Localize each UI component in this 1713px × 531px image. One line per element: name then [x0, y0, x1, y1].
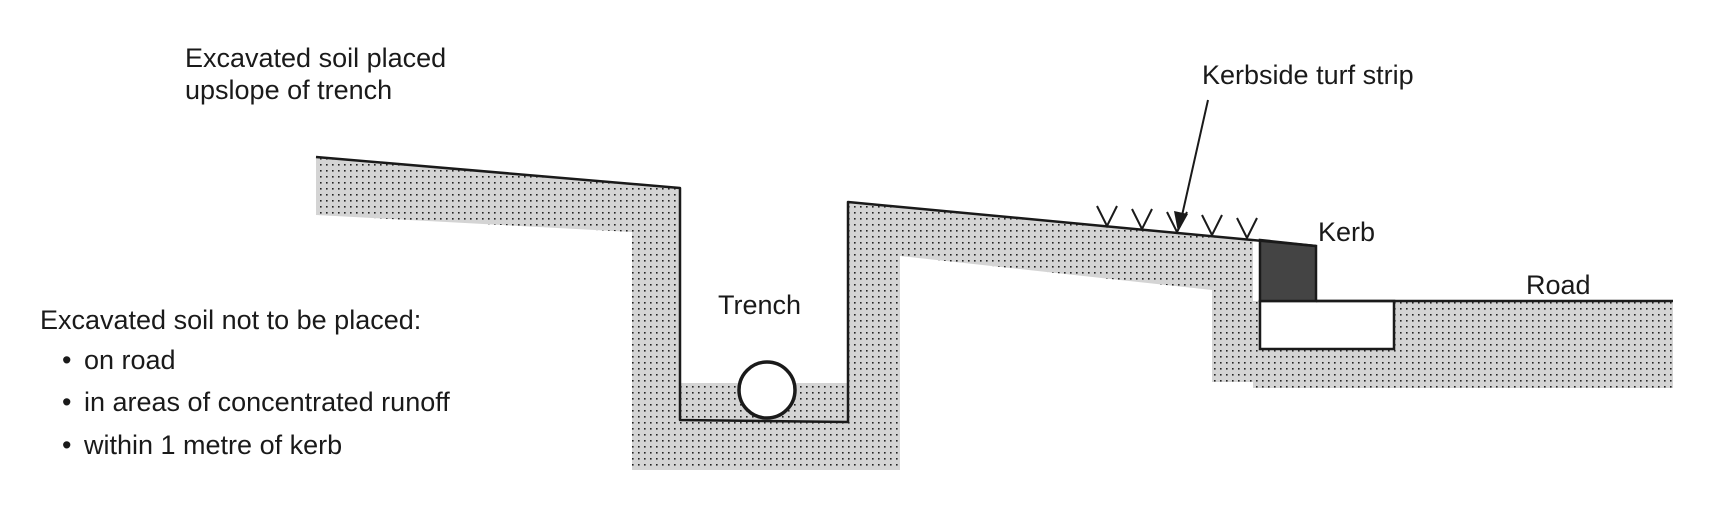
restriction-item: on road	[84, 345, 176, 375]
soil-placed-label-line2: upslope of trench	[185, 75, 392, 105]
turf-strip-grass	[1096, 205, 1258, 241]
road-label: Road	[1526, 270, 1591, 300]
kerb-label: Kerb	[1318, 217, 1375, 247]
turf-strip-label: Kerbside turf strip	[1202, 60, 1414, 90]
pipe-icon	[737, 360, 797, 420]
restrictions-heading: Excavated soil not to be placed:	[40, 305, 421, 335]
grass-tuft-icon	[1201, 214, 1223, 238]
bullet-icon: •	[62, 387, 71, 417]
restriction-item: in areas of concentrated runoff	[84, 387, 450, 417]
restriction-item: within 1 metre of kerb	[83, 430, 342, 460]
turf-strip-arrow	[1180, 99, 1209, 221]
grass-tuft-icon	[1096, 205, 1118, 229]
grass-tuft-icon	[1131, 208, 1153, 232]
soil-placed-label-line1: Excavated soil placed	[185, 43, 446, 73]
upslope-soil-band	[316, 157, 1253, 470]
arrowhead-icon	[1174, 211, 1188, 232]
restrictions-list: Excavated soil not to be placed: • on ro…	[40, 305, 450, 460]
grass-tuft-icon	[1236, 217, 1258, 241]
road-base-block	[1258, 299, 1396, 351]
trench-label: Trench	[718, 290, 801, 320]
bullet-icon: •	[62, 430, 71, 460]
kerb-block	[1258, 238, 1318, 303]
bullet-icon: •	[62, 345, 71, 375]
ground-surface-line	[315, 155, 1317, 424]
